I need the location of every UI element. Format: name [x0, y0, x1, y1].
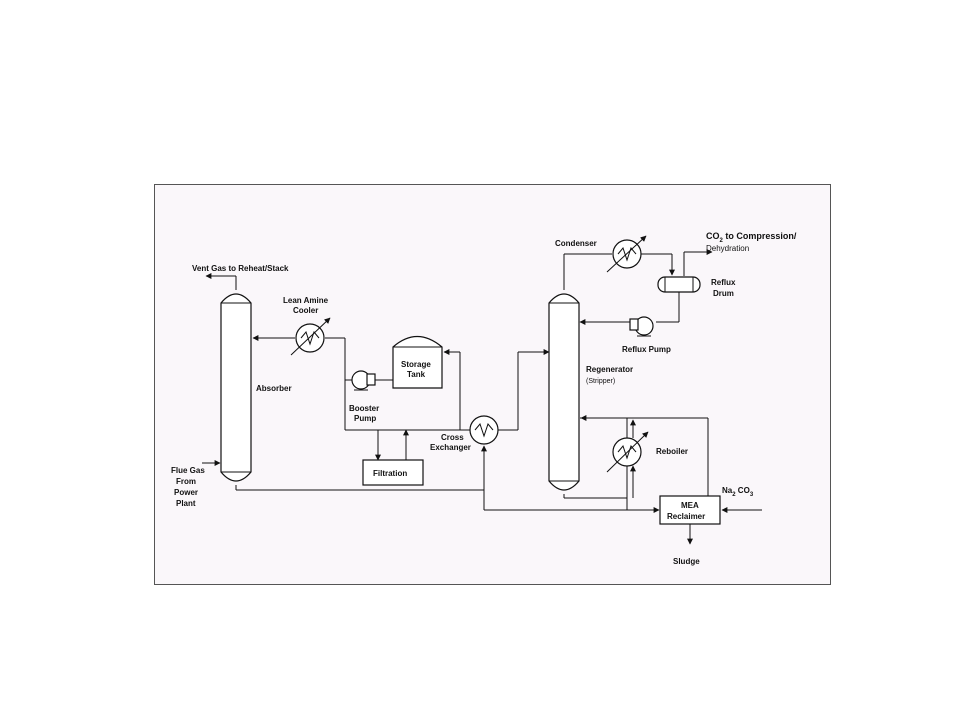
sludge-label: Sludge	[673, 557, 700, 566]
mea-reclaimer-label-2: Reclaimer	[667, 512, 705, 521]
dehydration-label: Dehydration	[706, 244, 749, 253]
flue-gas-label-2: From	[176, 477, 196, 486]
storage-tank-label-1: Storage	[401, 360, 431, 369]
booster-pump	[345, 370, 393, 391]
flue-gas-label-4: Plant	[176, 499, 196, 508]
condenser	[606, 235, 647, 273]
lean-amine-return-line	[252, 335, 346, 380]
reflux-drum-label-2: Drum	[713, 289, 734, 298]
stripper-label: (Stripper)	[586, 378, 615, 385]
co2-outlet-line	[683, 249, 713, 276]
co2-label: CO2 to Compression/	[706, 231, 797, 244]
storage-tank-label-2: Tank	[407, 370, 426, 379]
mea-reclaimer-label-1: MEA	[681, 501, 699, 510]
lean-amine-cooler	[290, 317, 331, 356]
lean-amine-cooler-label-2: Cooler	[293, 306, 318, 315]
lean-amine-line	[483, 490, 660, 513]
regenerator-label: Regenerator	[586, 365, 633, 374]
cross-exchanger-label-1: Cross	[441, 433, 464, 442]
flue-gas-label-1: Flue Gas	[171, 466, 205, 475]
cross-exchanger	[469, 415, 499, 445]
filtration-unit	[362, 459, 424, 486]
absorber-label: Absorber	[256, 384, 292, 393]
regenerator-feed-line	[498, 349, 550, 431]
storage-tank	[392, 335, 443, 389]
vent-gas-line	[205, 273, 237, 290]
regenerator-column	[548, 293, 580, 491]
absorber-column	[220, 293, 252, 482]
reclaimer-return-line	[580, 415, 709, 496]
filtration-loop	[344, 380, 470, 461]
flue-gas-label-3: Power	[174, 488, 198, 497]
reflux-pump-label: Reflux Pump	[622, 345, 671, 354]
regenerator-overhead-line	[563, 253, 675, 290]
booster-pump-label-1: Booster	[349, 404, 379, 413]
filtration-label: Filtration	[373, 469, 407, 478]
cross-exchanger-label-2: Exchanger	[430, 443, 471, 452]
reflux-line	[579, 292, 680, 325]
lean-amine-cooler-label-1: Lean Amine	[283, 296, 329, 305]
vent-gas-label: Vent Gas to Reheat/Stack	[192, 264, 289, 273]
booster-pump-label-2: Pump	[354, 414, 376, 423]
na2co3-label: Na2 CO3	[722, 486, 754, 498]
condenser-label: Condenser	[555, 239, 597, 248]
tank-inlet-line	[443, 349, 473, 431]
reflux-drum-label-1: Reflux	[711, 278, 736, 287]
rich-amine-line	[235, 445, 487, 491]
reboiler-label: Reboiler	[656, 447, 688, 456]
reflux-drum	[657, 276, 701, 293]
reflux-pump	[629, 316, 654, 337]
